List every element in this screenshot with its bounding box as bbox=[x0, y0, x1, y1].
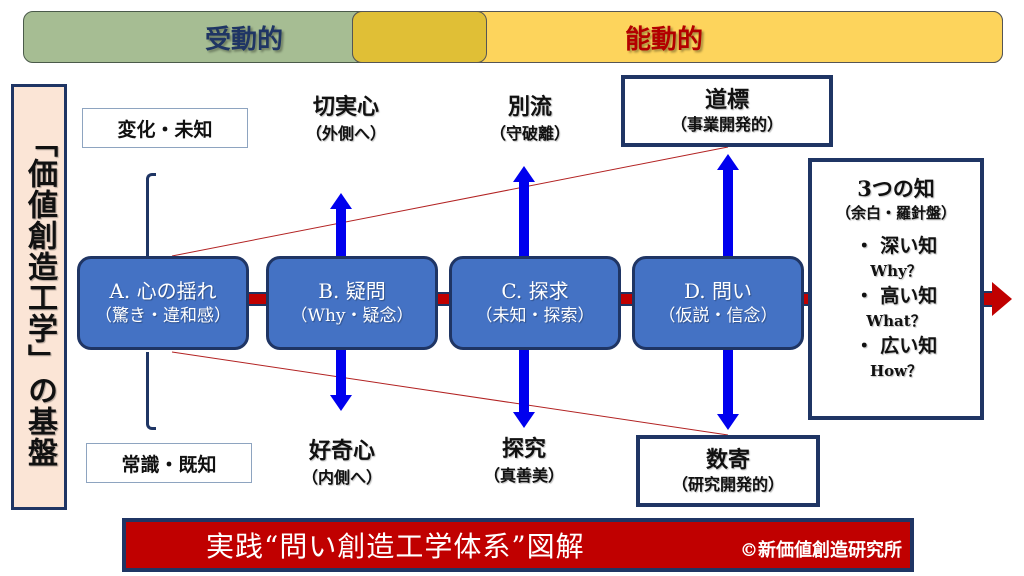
stage-title: A. 心の揺れ bbox=[109, 279, 217, 303]
arrow-down-icon bbox=[717, 414, 739, 430]
link-c-d bbox=[619, 292, 634, 306]
stage-subtitle: （Why・疑念） bbox=[290, 306, 414, 326]
label-title: 探究 bbox=[501, 436, 546, 462]
arrow-up-icon bbox=[330, 193, 352, 209]
label-subtitle: （守破離） bbox=[489, 124, 570, 143]
stage-title: D. 問い bbox=[683, 279, 753, 303]
outcome-guidepost: 道標 （事業開発的） bbox=[621, 75, 833, 147]
stage-d-inquiry: D. 問い （仮説・信念） bbox=[632, 256, 804, 350]
label-subtitle: （外側へ） bbox=[305, 124, 386, 143]
link-b-c bbox=[436, 292, 451, 306]
stage-subtitle: （未知・探索） bbox=[475, 306, 595, 326]
stage-title: B. 疑問 bbox=[318, 279, 386, 303]
label-title: 好奇心 bbox=[308, 438, 375, 464]
bracket-bottom bbox=[146, 352, 156, 430]
passive-label: 受動的 bbox=[205, 25, 284, 55]
knowledge-item: ・ 深い知 bbox=[854, 235, 938, 257]
arrow-down-icon bbox=[330, 395, 352, 411]
knowledge-question: Why？ bbox=[870, 262, 922, 280]
label-title: 別流 bbox=[507, 94, 552, 120]
label-subtitle: （真善美） bbox=[483, 466, 564, 485]
bracket-top bbox=[146, 173, 156, 258]
knowledge-question: How？ bbox=[869, 362, 923, 380]
funnel-line-bottom bbox=[171, 351, 729, 436]
title-banner: 実践“問い創造工学体系”図解 ©新価値創造研究所 bbox=[122, 518, 914, 572]
label-title: 切実心 bbox=[312, 94, 379, 120]
outcome-suki: 数寄 （研究開発的） bbox=[636, 435, 820, 507]
knowledge-item: ・ 高い知 bbox=[854, 285, 938, 307]
arrow-right-icon bbox=[992, 282, 1012, 316]
label-urgency: 切実心 （外側へ） bbox=[276, 92, 416, 146]
output-arrow-shaft bbox=[984, 291, 994, 307]
stage-b-question: B. 疑問 （Why・疑念） bbox=[266, 256, 438, 350]
outcome-subtitle: （事業開発的） bbox=[670, 115, 783, 134]
knowledge-title: 3つの知 bbox=[857, 176, 935, 201]
arrow-down-icon bbox=[513, 412, 535, 428]
copyright-text: ©新価値創造研究所 bbox=[740, 540, 902, 561]
active-label: 能動的 bbox=[625, 25, 704, 55]
banner-title: 実践“問い創造工学体系”図解 bbox=[206, 530, 585, 563]
label-separate-flow: 別流 （守破離） bbox=[460, 92, 600, 146]
foundation-title: 「価値創造工学」の基盤 bbox=[22, 126, 57, 468]
stage-subtitle: （仮説・信念） bbox=[658, 306, 778, 326]
link-d-knowledge bbox=[802, 292, 810, 306]
stage-c-exploration: C. 探求 （未知・探索） bbox=[449, 256, 621, 350]
label-subtitle: （内側へ） bbox=[301, 468, 382, 487]
three-knowledge-box: 3つの知 （余白・羅針盤） ・ 深い知 Why？ ・ 高い知 What？ ・ 広… bbox=[808, 158, 984, 420]
label-pursuit: 探究 （真善美） bbox=[454, 434, 594, 488]
knowledge-subtitle: （余白・羅針盤） bbox=[835, 204, 956, 222]
arrow-up-icon bbox=[717, 154, 739, 170]
outcome-title: 数寄 bbox=[705, 447, 750, 473]
outcome-title: 道標 bbox=[704, 87, 749, 113]
arrow-up-icon bbox=[513, 166, 535, 182]
knowledge-question: What？ bbox=[866, 312, 926, 330]
outcome-subtitle: （研究開発的） bbox=[671, 475, 784, 494]
funnel-line-top bbox=[171, 146, 729, 257]
tag-change-unknown: 変化・未知 bbox=[82, 108, 248, 148]
stage-subtitle: （驚き・違和感） bbox=[95, 306, 231, 326]
stage-a-emotion: A. 心の揺れ （驚き・違和感） bbox=[77, 256, 249, 350]
link-a-b bbox=[247, 292, 268, 306]
knowledge-item: ・ 広い知 bbox=[854, 335, 938, 357]
transition-overlap bbox=[352, 11, 487, 63]
foundation-title-panel: 「価値創造工学」の基盤 bbox=[11, 84, 67, 510]
label-curiosity: 好奇心 （内側へ） bbox=[272, 436, 412, 490]
stage-title: C. 探求 bbox=[501, 279, 569, 303]
tag-common-known: 常識・既知 bbox=[86, 443, 252, 483]
